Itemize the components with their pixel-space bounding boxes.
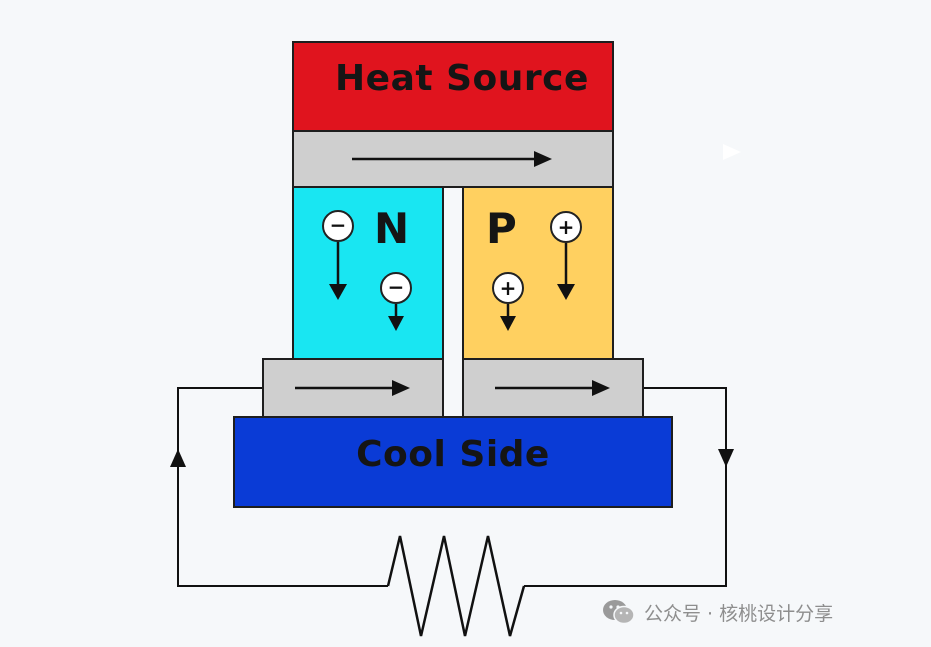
resistor-symbol [386, 535, 526, 637]
hole-carrier-icon: + [550, 211, 582, 300]
right-wire-down-arrow-icon [718, 449, 734, 467]
p-type-label: P [486, 204, 517, 253]
n-type-label: N [374, 204, 410, 253]
svg-text:−: − [388, 275, 405, 299]
bottom-left-plate-arrow-icon [295, 380, 410, 396]
watermark: 公众号 · 核桃设计分享 [602, 594, 922, 630]
electron-carrier-icon: − [380, 272, 412, 331]
svg-text:−: − [330, 213, 347, 237]
top-plate-arrow-icon [352, 151, 552, 167]
cool-side-label: Cool Side [356, 434, 550, 475]
heat-source-label: Heat Source [335, 58, 589, 99]
hole-carrier-icon: + [492, 272, 524, 331]
circuit-wire-left [177, 387, 388, 587]
heat-source-block [292, 41, 614, 132]
svg-text:+: + [500, 276, 517, 300]
wechat-icon [603, 600, 635, 625]
bottom-right-plate-arrow-icon [495, 380, 610, 396]
circuit-wire-right [524, 387, 727, 587]
electron-carrier-icon: − [322, 210, 354, 300]
left-wire-up-arrow-icon [170, 449, 186, 467]
play-marker-icon [723, 144, 741, 160]
svg-text:+: + [558, 215, 575, 239]
watermark-text: 公众号 · 核桃设计分享 [644, 602, 834, 625]
cool-side-block [233, 416, 673, 508]
